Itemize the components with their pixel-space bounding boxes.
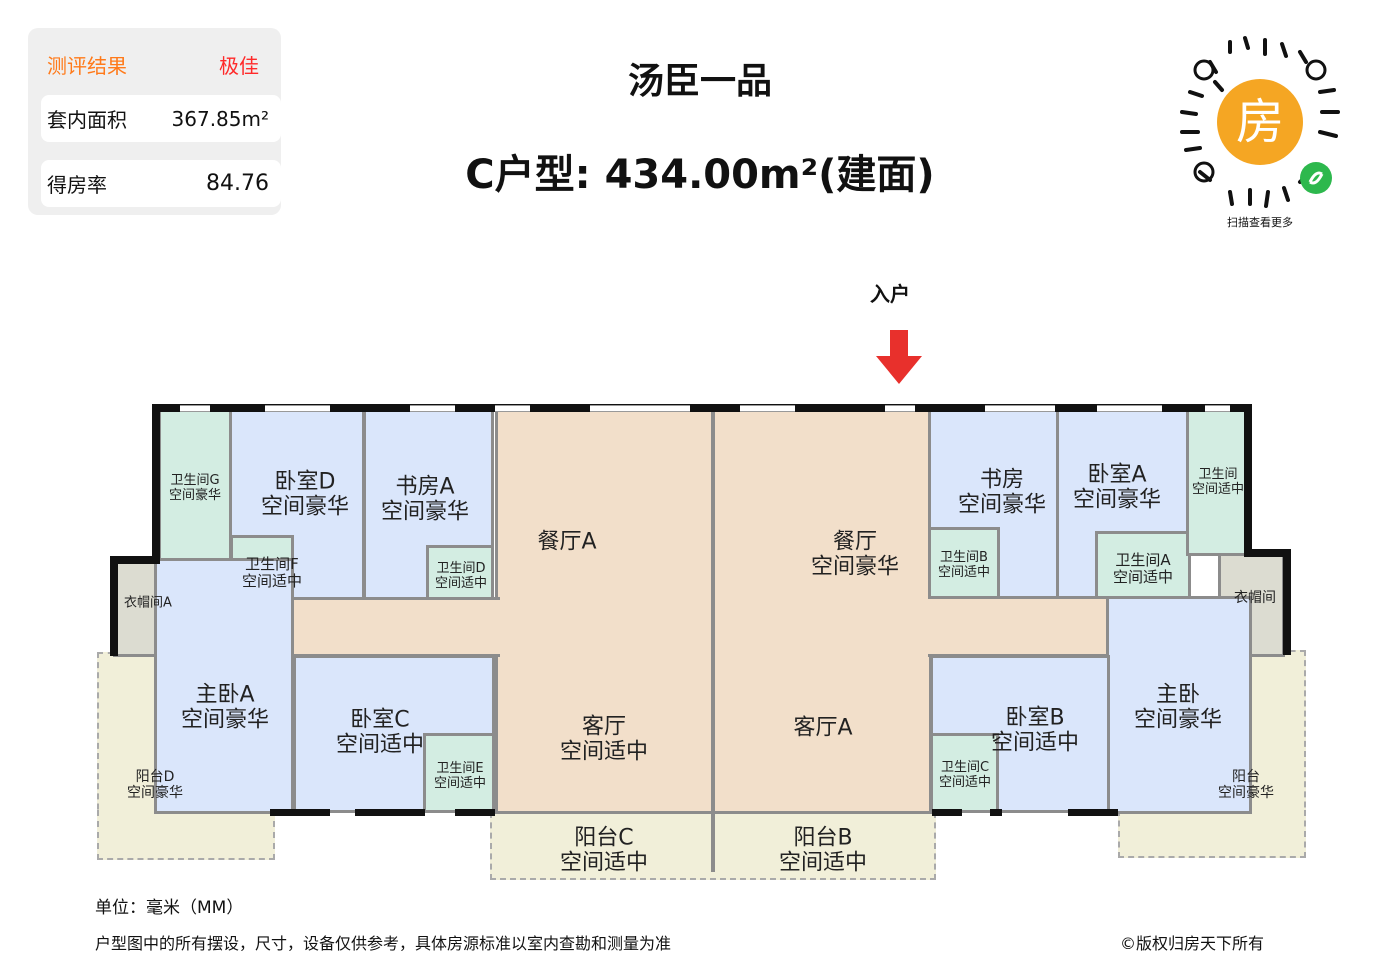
- entrance-arrow-icon: [876, 330, 922, 384]
- area-value: 367.85m²: [171, 106, 269, 131]
- room-bath-b: [928, 527, 1000, 599]
- fang-logo-icon: [1217, 79, 1303, 165]
- window: [410, 405, 455, 412]
- room-master-a: [154, 558, 294, 814]
- qr-logo-char: 房: [1236, 94, 1284, 150]
- balcony-d-area-bottom: [97, 810, 275, 860]
- window: [1205, 405, 1230, 412]
- corridor-right: [928, 595, 1110, 657]
- mini-program-icon: [1300, 162, 1332, 194]
- room-label-dining: 餐厅空间豪华: [810, 529, 900, 580]
- exterior-wall-top: [152, 404, 1252, 412]
- exterior-wall: [455, 809, 495, 816]
- room-bath-d: [426, 545, 494, 600]
- room-label-master: 主卧空间豪华: [1133, 682, 1223, 733]
- exterior-wall: [1244, 404, 1252, 556]
- exterior-wall: [110, 556, 160, 564]
- page-title: 汤臣一品: [627, 61, 772, 102]
- evaluation-panel: 测评结果 极佳 套内面积 367.85m² 得房率 84.76: [28, 28, 281, 215]
- window: [180, 405, 210, 412]
- unit-note: 单位：毫米（MM）: [95, 898, 244, 918]
- result-value: 极佳: [219, 54, 259, 78]
- exterior-wall: [355, 809, 425, 816]
- rate-row: 得房率 84.76: [41, 160, 281, 207]
- exterior-wall: [990, 809, 1002, 816]
- window: [740, 405, 795, 412]
- area-row: 套内面积 367.85m²: [41, 95, 281, 142]
- dining-living-right: [712, 408, 932, 814]
- qr-code[interactable]: 房: [1170, 32, 1350, 212]
- result-label: 测评结果: [47, 54, 127, 78]
- rate-label: 得房率: [47, 173, 107, 197]
- window: [495, 405, 530, 412]
- exterior-wall: [932, 809, 962, 816]
- window: [985, 405, 1055, 412]
- window: [590, 405, 690, 412]
- exterior-wall: [270, 809, 330, 816]
- copyright: ©版权归房天下所有: [1120, 934, 1265, 953]
- room-label-living-a: 客厅A: [793, 715, 853, 741]
- room-label-dining-a: 餐厅A: [537, 529, 597, 555]
- area-label: 套内面积: [47, 108, 127, 132]
- exterior-wall: [1244, 549, 1291, 557]
- rate-value: 84.76: [206, 171, 269, 196]
- room-bath-c: [930, 733, 999, 813]
- disclaimer: 户型图中的所有摆设，尺寸，设备仅供参考，具体房源标准以室内查勘和测量为准: [95, 934, 672, 953]
- entrance-door[interactable]: [885, 405, 915, 412]
- room-label-study: 书房空间豪华: [957, 467, 1047, 518]
- window: [1097, 405, 1162, 412]
- qr-caption: 扫描查看更多: [1227, 216, 1293, 229]
- room-label-bath: 卫生间空间适中: [1191, 467, 1245, 497]
- room-label-closet-a: 衣帽间A: [124, 595, 172, 611]
- exterior-wall: [110, 556, 118, 656]
- window: [265, 405, 330, 412]
- room-label-living: 客厅空间适中: [559, 714, 649, 765]
- exterior-wall: [1068, 809, 1118, 816]
- room-label-balcony: 阳台空间豪华: [1218, 768, 1274, 801]
- room-bath-a: [1095, 531, 1191, 599]
- dining-living-left: [495, 408, 715, 814]
- party-wall: [711, 412, 715, 872]
- balcony-area-bottom: [1118, 810, 1306, 858]
- exterior-wall: [1283, 549, 1291, 655]
- exterior-wall: [152, 404, 160, 564]
- entrance-label: 入户: [870, 282, 910, 306]
- unit-type-title: C户型: 434.00m²(建面): [465, 152, 935, 198]
- corridor-left: [290, 597, 500, 657]
- room-label-closet: 衣帽间: [1234, 589, 1276, 606]
